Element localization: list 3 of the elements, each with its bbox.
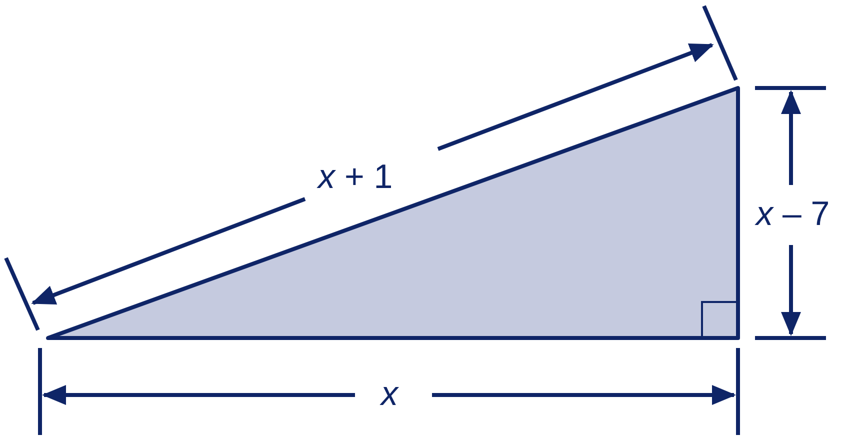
dimension-label: x: [381, 377, 398, 411]
dimension-label: x – 7: [756, 197, 830, 231]
dimension-label: x + 1: [318, 160, 393, 194]
